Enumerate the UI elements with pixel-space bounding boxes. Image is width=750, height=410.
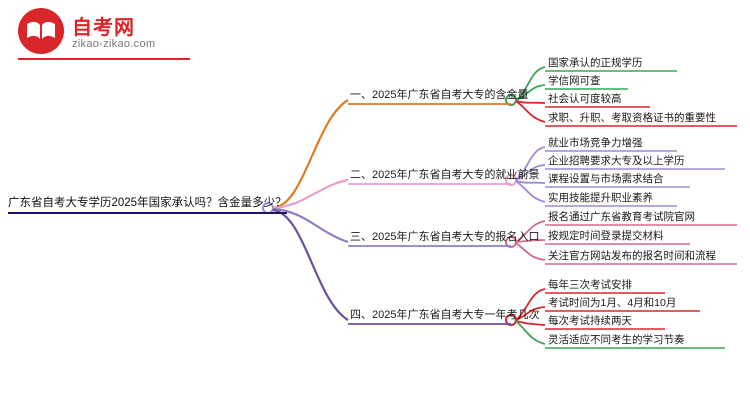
leaf-label-1-3[interactable]: 社会认可度较高 (548, 93, 622, 105)
logo-underline (18, 58, 190, 60)
logo-brand-text: 自考网 (72, 17, 135, 39)
leaf-label-2-3[interactable]: 课程设置与市场需求结合 (548, 173, 664, 185)
logo-domain-text: zikao-zikao.com (72, 38, 156, 50)
leaf-label-2-4[interactable]: 实用技能提升职业素养 (548, 192, 653, 204)
leaf-label-1-2[interactable]: 学信网可查 (548, 75, 601, 87)
site-logo: 自考网 zikao-zikao.com (18, 6, 190, 60)
branch-label-1[interactable]: 一、2025年广东省自考大专的含金量 (350, 89, 529, 101)
mindmap-root-label[interactable]: 广东省自考大专学历2025年国家承认吗？含金量多少？ (8, 196, 287, 214)
leaf-label-4-1[interactable]: 每年三次考试安排 (548, 279, 632, 291)
leaf-label-3-2[interactable]: 按规定时间登录提交材料 (548, 230, 664, 242)
logo-disc-icon (18, 8, 64, 54)
branch-label-4[interactable]: 四、2025年广东省自考大专一年考几次 (350, 309, 540, 321)
leaf-label-3-1[interactable]: 报名通过广东省教育考试院官网 (548, 211, 695, 223)
leaf-label-4-4[interactable]: 灵活适应不同考生的学习节奏 (548, 334, 685, 346)
leaf-label-1-1[interactable]: 国家承认的正规学历 (548, 57, 643, 69)
leaf-label-4-3[interactable]: 每次考试持续两天 (548, 315, 632, 327)
leaf-label-3-3[interactable]: 关注官方网站发布的报名时间和流程 (548, 250, 716, 262)
leaf-label-1-4[interactable]: 求职、升职、考取资格证书的重要性 (548, 112, 716, 124)
leaf-label-4-2[interactable]: 考试时间为1月、4月和10月 (548, 297, 677, 309)
leaf-label-2-2[interactable]: 企业招聘要求大专及以上学历 (548, 155, 685, 167)
branch-label-3[interactable]: 三、2025年广东省自考大专的报名入口 (350, 231, 540, 243)
branch-label-2[interactable]: 二、2025年广东省自考大专的就业前景 (350, 169, 540, 181)
logo-book-icon (27, 21, 55, 39)
leaf-label-2-1[interactable]: 就业市场竞争力增强 (548, 137, 643, 149)
